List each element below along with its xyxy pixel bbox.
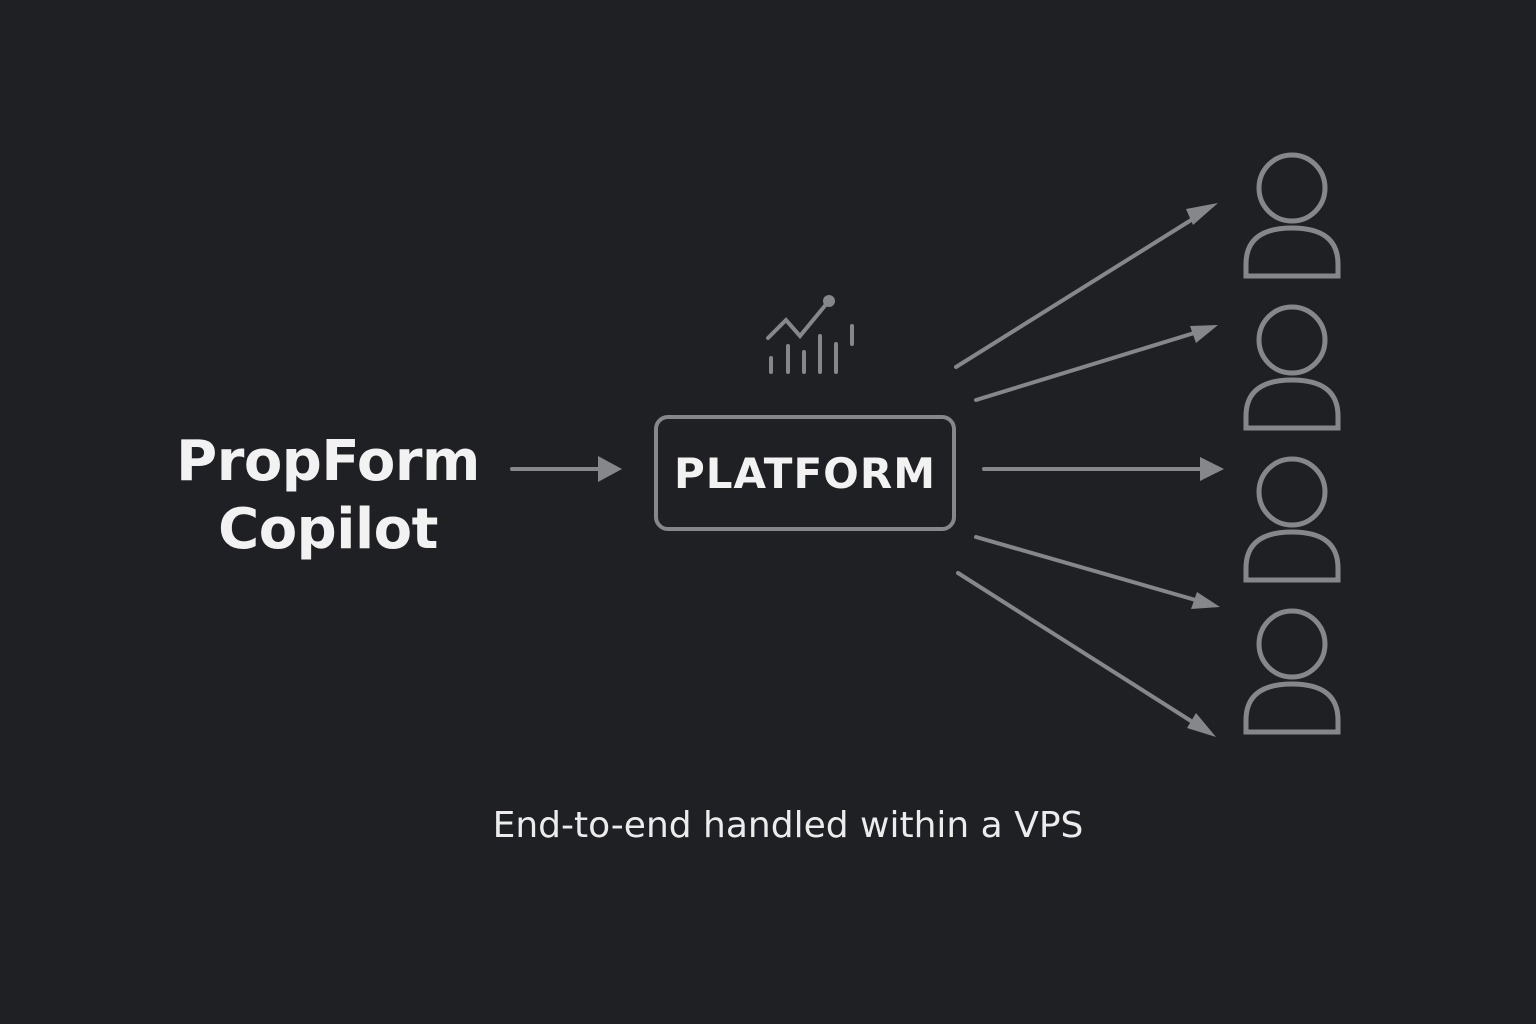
source-label: PropForm Copilot [150,428,506,564]
user-icon [1243,152,1341,279]
user-icon [1243,304,1341,431]
fanout-arrowhead-2 [1190,325,1218,343]
platform-label: PLATFORM [674,448,936,498]
fanout-arrow-4 [974,535,1208,605]
user-icon [1243,456,1341,583]
fanout-arrow-1 [954,210,1206,369]
source-label-line1: PropForm [176,429,480,494]
fanout-arrow-5 [956,571,1204,730]
fanout-arrow-2 [974,328,1206,402]
source-label-line2: Copilot [218,497,438,562]
fanout-arrowhead-5 [1187,713,1216,737]
user-icons [1243,152,1341,735]
platform-box: PLATFORM [654,415,956,531]
chart-trend-icon [766,295,854,374]
fanout-arrowheads [1186,203,1224,737]
fanout-arrowhead-3 [1200,457,1224,481]
caption: End-to-end handled within a VPS [492,805,1084,846]
fanout-arrows [954,210,1212,730]
user-icon [1243,608,1341,735]
fanout-arrowhead-1 [1186,203,1218,225]
input-arrow-head [598,456,622,482]
fanout-arrowhead-4 [1191,592,1220,609]
